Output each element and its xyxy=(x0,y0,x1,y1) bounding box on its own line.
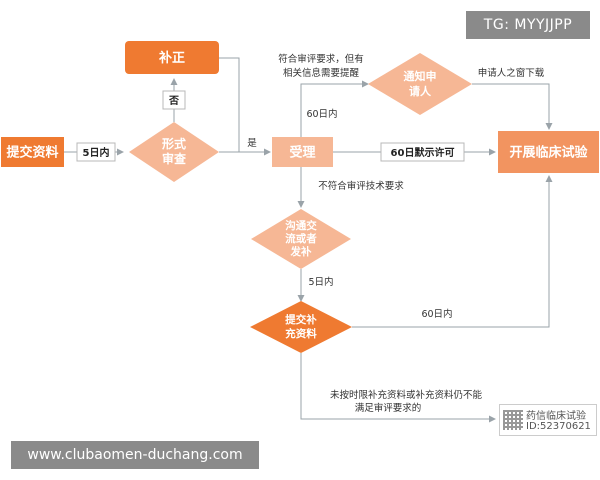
node-start-trial: 开展临床试验 xyxy=(498,131,599,173)
node-formal-review-line2: 审查 xyxy=(162,151,187,166)
label-not-on-time-line2: 满足审评要求的 xyxy=(355,402,422,414)
label-no: 否 xyxy=(168,95,179,107)
qr-code-icon xyxy=(503,410,523,430)
node-notify-applicant: 通知申 请人 xyxy=(368,53,472,115)
label-five-days-2: 5日内 xyxy=(308,276,333,288)
label-not-on-time-line1: 未按时限补充资料或补充资料仍不能 xyxy=(330,389,483,401)
edge-submit-supplement-to-end xyxy=(300,353,496,423)
label-yes: 是 xyxy=(247,138,257,149)
node-submit-supplement-line1: 提交补 xyxy=(285,313,317,326)
label-five-days-1: 5日内 xyxy=(83,146,110,159)
label-meets-requirements-line1: 符合审评要求，但有 xyxy=(278,53,364,65)
node-communicate-line2: 流或者 xyxy=(285,232,317,245)
node-start-trial-label: 开展临床试验 xyxy=(509,145,588,161)
label-sixty-days-1: 60日内 xyxy=(306,108,337,120)
node-submit-supplement-line2: 充资料 xyxy=(285,327,317,340)
node-communicate: 沟通交 流或者 发补 xyxy=(251,209,351,269)
label-sixty-days-2: 60日内 xyxy=(421,308,452,320)
node-supplement-correction-label: 补正 xyxy=(158,50,185,66)
label-no-box: 否 xyxy=(162,90,186,110)
label-five-days-box: 5日内 xyxy=(76,142,116,162)
node-submit-supplement: 提交补 充资料 xyxy=(250,301,352,353)
label-sixty-days-default: 60日默示许可 xyxy=(391,146,455,159)
edge-submit-supplement-to-trial xyxy=(352,175,553,328)
node-formal-review: 形式 审查 xyxy=(129,122,219,182)
edge-notify-to-trial xyxy=(472,83,553,130)
node-submit-materials-label: 提交资料 xyxy=(6,145,58,161)
watermark-stamp: 药信临床试验 ID:52370621 xyxy=(499,404,597,436)
node-communicate-line3: 发补 xyxy=(290,245,312,258)
node-communicate-line1: 沟通交 xyxy=(285,219,317,232)
watermark-site: www.clubaomen-duchang.com xyxy=(11,441,259,469)
node-submit-materials: 提交资料 xyxy=(1,137,64,167)
watermark-tg: TG: MYYJJPP xyxy=(466,11,590,39)
label-meets-requirements-line2: 相关信息需要提醒 xyxy=(283,67,360,79)
node-supplement-correction: 补正 xyxy=(125,41,219,74)
edge-acceptance-to-notify xyxy=(300,80,369,137)
label-not-meeting-tech: 不符合审评技术要求 xyxy=(318,180,404,192)
watermark-stamp-line1: 药信临床试验 xyxy=(526,411,586,422)
node-notify-applicant-line2: 请人 xyxy=(409,84,432,98)
label-applicant-download: 申请人之窗下载 xyxy=(478,67,545,79)
edge-supplement-loop xyxy=(219,57,240,152)
node-notify-applicant-line1: 通知申 xyxy=(404,69,437,83)
node-formal-review-line1: 形式 xyxy=(162,136,186,151)
node-acceptance-label: 受理 xyxy=(289,145,315,161)
watermark-stamp-line2: ID:52370621 xyxy=(526,421,591,432)
label-sixty-days-default-box: 60日默示许可 xyxy=(380,142,465,162)
node-acceptance: 受理 xyxy=(272,137,333,167)
